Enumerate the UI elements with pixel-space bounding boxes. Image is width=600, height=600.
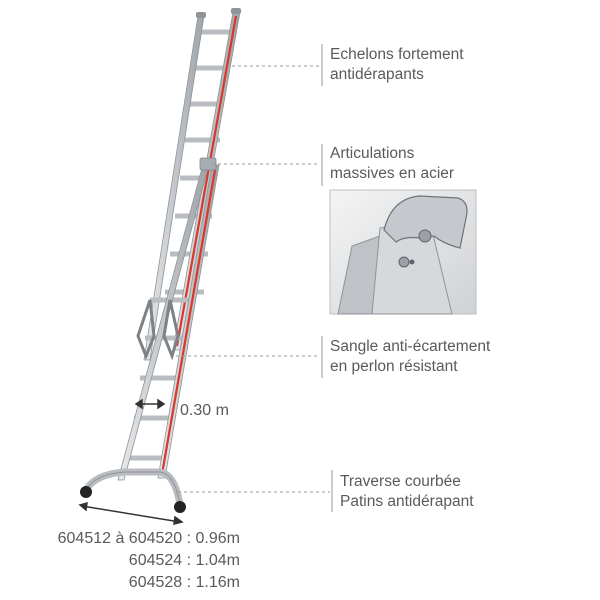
callout-base: Traverse courbée Patins antidérapant — [340, 472, 474, 512]
callout-strap-line1: Sangle anti-écartement — [330, 338, 491, 355]
callout-base-line1: Traverse courbée — [340, 473, 461, 490]
base-width-item: 604528 : 1.16m — [128, 574, 240, 591]
callout-hinges: Articulations massives en acier — [330, 144, 454, 184]
upper-ladder-section — [143, 8, 241, 361]
leader-lines — [176, 65, 330, 493]
callout-rungs: Echelons fortement antidérapants — [330, 45, 464, 85]
callout-ticks — [321, 44, 333, 512]
base-width-item: 604524 : 1.04m — [128, 552, 240, 569]
callout-rungs-line2: antidérapants — [330, 66, 424, 83]
rung-width-arrow — [134, 398, 166, 410]
anti-spread-strap — [136, 299, 180, 361]
callout-rungs-line1: Echelons fortement — [330, 46, 464, 63]
rung-width-label: 0.30 m — [180, 402, 229, 419]
base-width-list: 604512 à 604520 : 0.96m 604524 : 1.04m 6… — [0, 528, 240, 594]
callout-strap: Sangle anti-écartement en perlon résista… — [330, 337, 490, 377]
callout-strap-line2: en perlon résistant — [330, 358, 458, 375]
callout-base-line2: Patins antidérapant — [340, 493, 474, 510]
base-width-item: 604512 à 604520 : 0.96m — [57, 530, 240, 547]
hinge-detail-photo — [329, 189, 477, 315]
base-width-arrow — [78, 501, 184, 525]
callout-hinges-line2: massives en acier — [330, 165, 455, 182]
curved-stabiliser-bar — [80, 468, 186, 513]
callout-hinges-line1: Articulations — [330, 145, 415, 162]
